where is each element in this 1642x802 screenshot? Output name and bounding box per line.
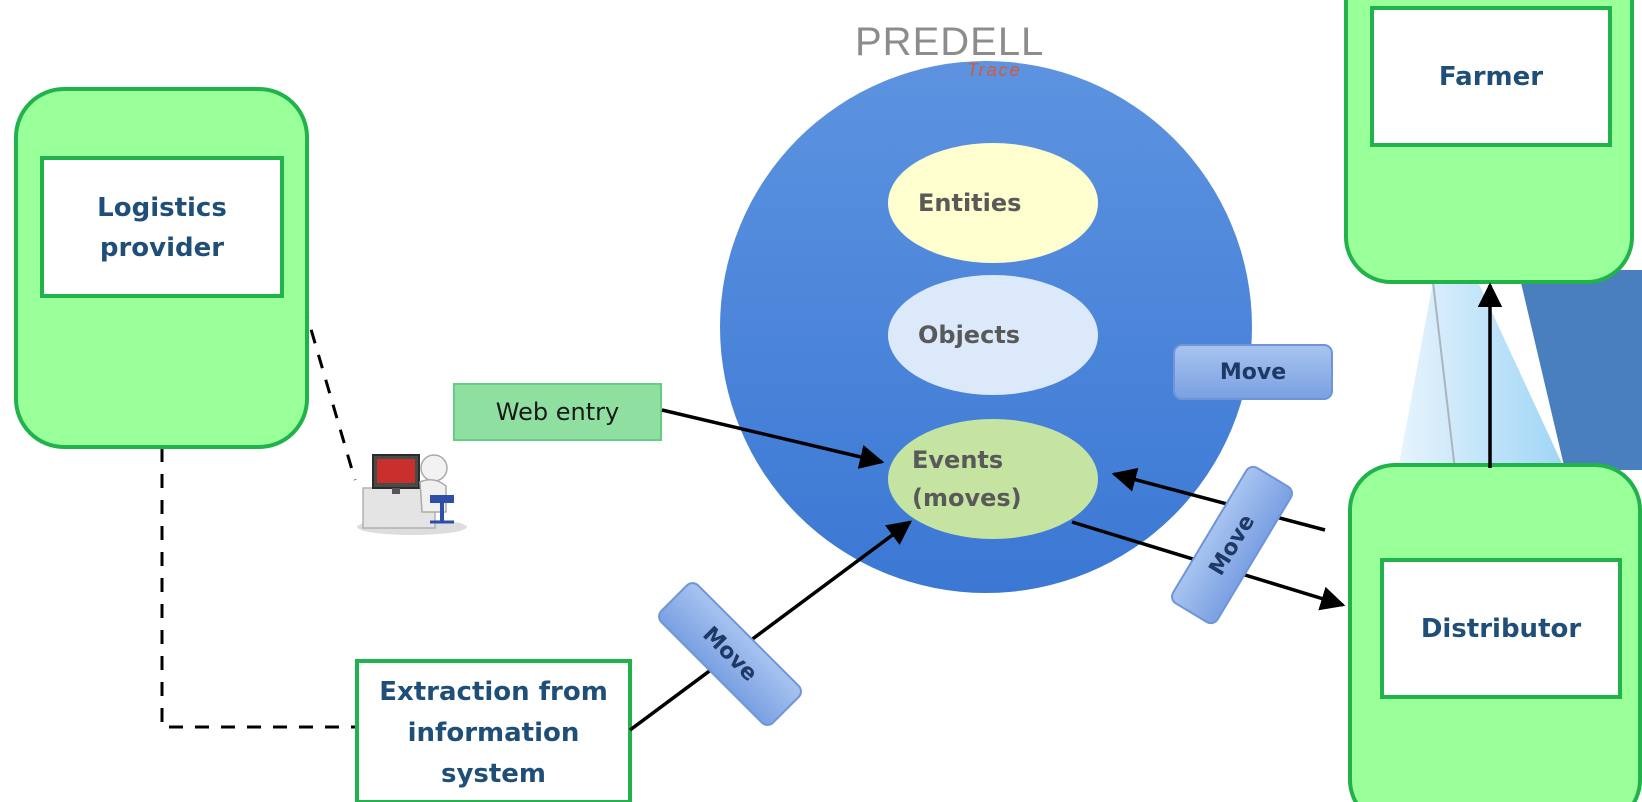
distributor-inner (1380, 558, 1622, 699)
move-label-top: Move (1219, 359, 1287, 385)
extraction-box (355, 659, 632, 802)
beam-edge (1432, 281, 1456, 471)
predell-trace-logo: PREDELL Trace (855, 20, 1045, 80)
distributor-label: Distributor (1420, 613, 1582, 644)
arrow-web-to-events (661, 408, 885, 469)
farmer-label: Farmer (1438, 61, 1544, 92)
extraction-label: Extraction from information system (379, 676, 608, 789)
logo-main-text: PREDELL (855, 20, 1045, 64)
entities-label: Entities (918, 189, 1022, 217)
web-entry-box (453, 383, 662, 441)
light-beam (1398, 282, 1565, 470)
computer-user-icon (357, 454, 467, 535)
logistics-provider-inner (40, 156, 284, 298)
move-tag-bottom (658, 582, 802, 726)
objects-ellipse (888, 275, 1098, 395)
events-label: Events (moves) (912, 446, 1022, 512)
logistics-provider-label: Logistics provider (97, 192, 227, 263)
move-tag-right (1171, 465, 1293, 625)
arrow-extraction-to-events (628, 520, 912, 732)
arrow-distributor-to-events (1111, 467, 1326, 532)
dashed-connector-provider-user (280, 229, 357, 481)
web-entry-label: Web entry (495, 398, 620, 426)
dashed-connector-provider-extraction (160, 448, 356, 729)
events-ellipse (888, 419, 1098, 539)
move-tag-top (1173, 344, 1333, 400)
farmer-inner (1370, 6, 1612, 147)
dark-blue-panel (1518, 270, 1642, 470)
logo-sub-text: Trace (967, 60, 1022, 80)
objects-label: Objects (918, 321, 1021, 349)
entities-ellipse (888, 143, 1098, 263)
